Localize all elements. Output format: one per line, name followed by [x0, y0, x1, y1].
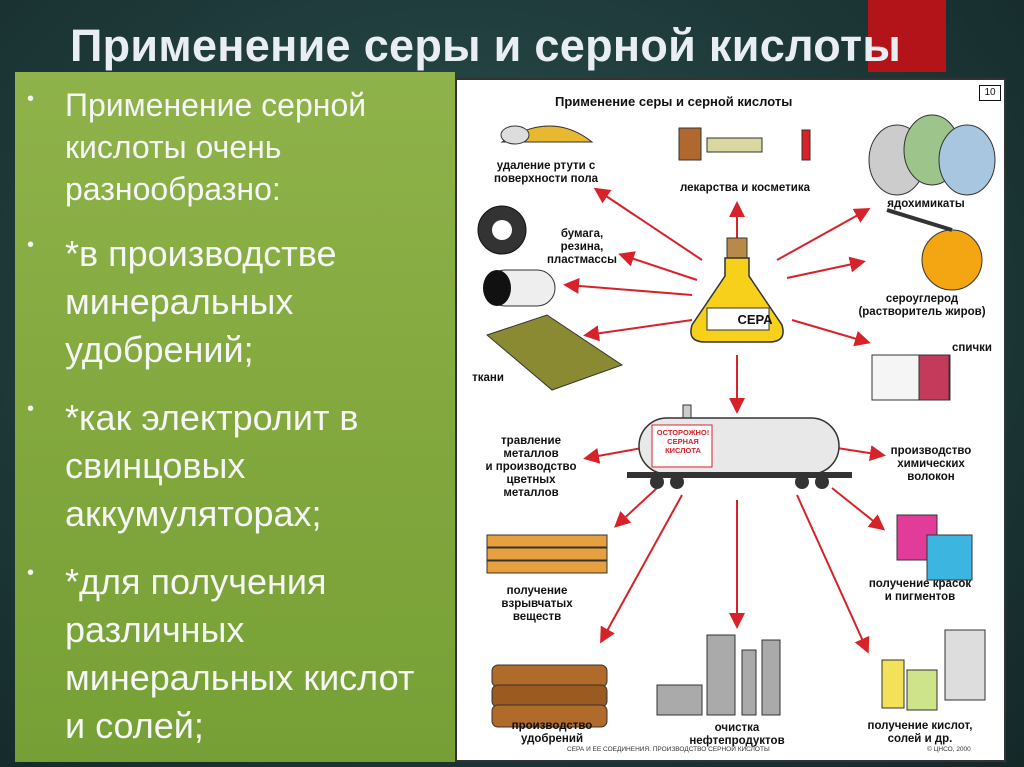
- label-acids: получение кислот,солей и др.: [867, 720, 973, 745]
- poster-illustrations: [477, 114, 996, 728]
- label-paper: бумага,резина,пластмассы: [546, 228, 618, 266]
- label-pesticides: ядохимикаты: [887, 198, 965, 210]
- lipstick: [801, 129, 811, 161]
- poster-number: 10: [979, 85, 1001, 101]
- acid-bottles: [881, 629, 986, 711]
- flask-arrows: [563, 187, 871, 414]
- fabric-roll: [485, 314, 624, 391]
- label-cosmetics: лекарства и косметика: [679, 182, 810, 194]
- bullet-panel: • Применение серной кислоты очень разноо…: [15, 72, 455, 762]
- title-accent-tab: [868, 0, 946, 72]
- bullet-item: • *как электролит в свинцовых аккумулято…: [27, 394, 435, 538]
- fertilizer-sacks: [491, 664, 608, 728]
- bullet-dot: •: [27, 398, 35, 420]
- paint-cans: [896, 514, 973, 581]
- bullet-text: Применение серной кислоты очень разнообр…: [65, 87, 367, 207]
- flask-label: СЕРА: [737, 312, 773, 327]
- bullet-dot: •: [27, 562, 35, 584]
- tank-arrows: [583, 445, 886, 654]
- bullet-text: *как электролит в свинцовых аккумулятора…: [65, 397, 359, 534]
- label-carbon-disulfide: сероуглерод(растворитель жиров): [858, 293, 986, 318]
- bullet-text: *в производстве минеральных удобрений;: [65, 233, 337, 370]
- slide-title: Применение серы и серной кислоты: [70, 20, 902, 71]
- distillation-flask: [886, 208, 983, 291]
- bullet-item: • Применение серной кислоты очень разноо…: [27, 84, 435, 210]
- label-fabrics: ткани: [472, 372, 504, 384]
- poster-footer-left: СЕРА И ЕЕ СОЕДИНЕНИЯ. ПРОИЗВОДСТВО СЕРНО…: [567, 746, 770, 753]
- acid-tank-car: [627, 404, 852, 489]
- cream-tube: [706, 137, 763, 153]
- poster-title: Применение серы и серной кислоты: [555, 94, 793, 109]
- bullet-text: *для получения различных минеральных кис…: [65, 561, 415, 746]
- bullet-item: • *для получения различных минеральных к…: [27, 558, 435, 750]
- bullet-dot: •: [27, 234, 35, 256]
- bullet-dot: •: [27, 88, 35, 110]
- poster-footer-right: © ЦНСО, 2000: [927, 746, 971, 753]
- oil-refinery: [656, 634, 781, 716]
- sulfur-flask: [690, 237, 784, 343]
- explosive-sticks: [486, 534, 608, 574]
- pesticide-barrels: [868, 114, 996, 196]
- bullet-item: • *в производстве минеральных удобрений;: [27, 230, 435, 374]
- sulfur-uses-poster: Применение серы и серной кислоты 10 СЕРА…: [455, 78, 1006, 762]
- label-matches: спички: [952, 342, 992, 354]
- matchbox: [871, 354, 951, 401]
- medicine-jar: [678, 127, 702, 161]
